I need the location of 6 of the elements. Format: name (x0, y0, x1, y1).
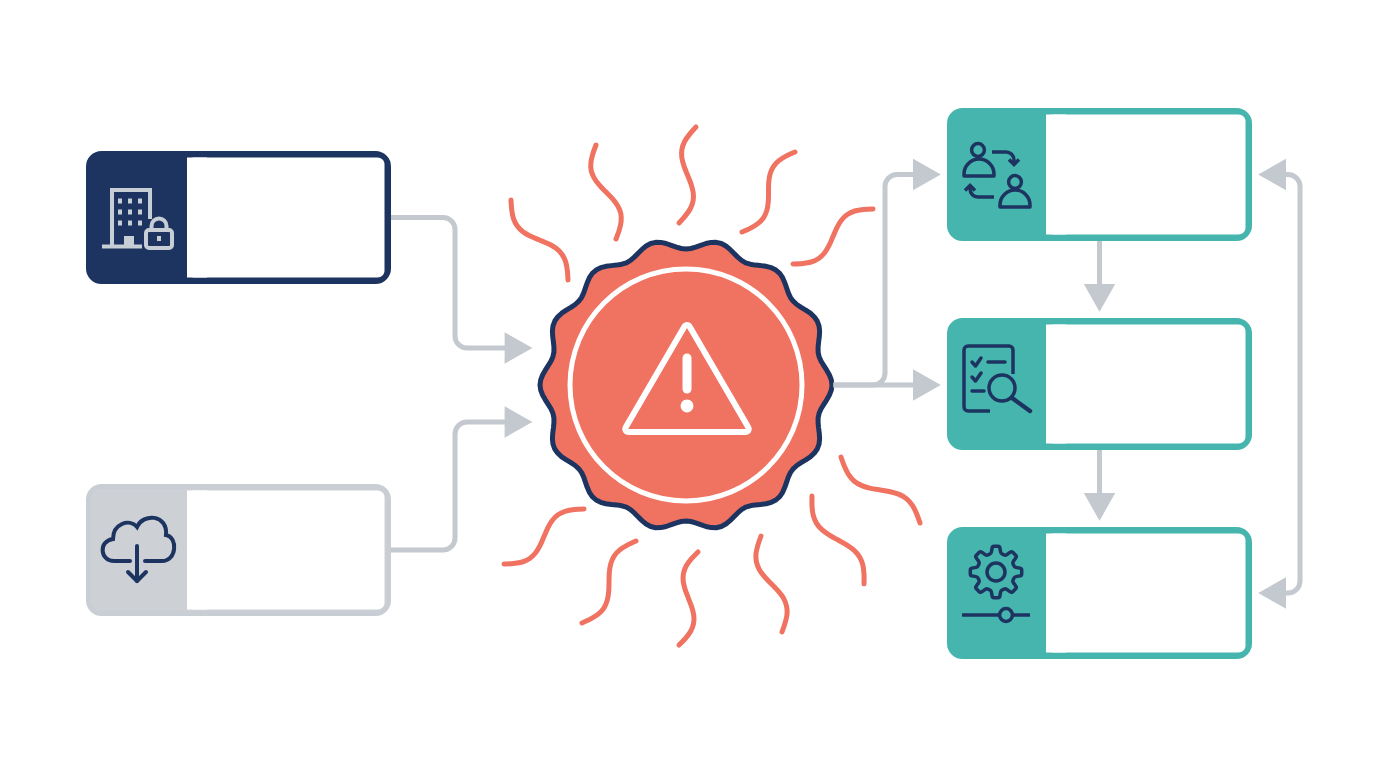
card (86, 151, 391, 284)
card (86, 484, 391, 616)
card (947, 108, 1252, 241)
scalloped-badge (537, 239, 835, 531)
card (947, 318, 1252, 450)
card (947, 527, 1252, 659)
